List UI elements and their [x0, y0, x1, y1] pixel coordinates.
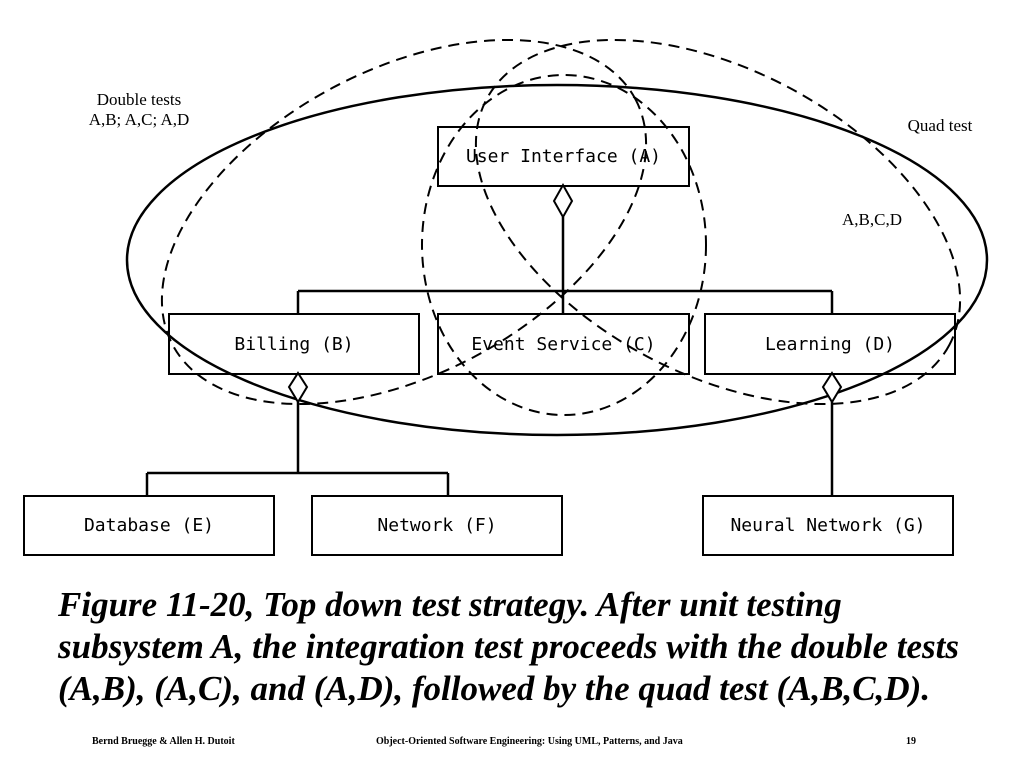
aggregation-diamond-b: [287, 371, 309, 404]
footer-authors: Bernd Bruegge & Allen H. Dutoit: [92, 736, 235, 747]
figure-caption: Figure 11-20, Top down test strategy. Af…: [58, 585, 959, 708]
footer-book-title: Object-Oriented Software Engineering: Us…: [376, 736, 683, 747]
double-tests-list: A,B; A,C; A,D: [88, 110, 190, 129]
quad-test-ellipse: [125, 83, 989, 437]
footer-page-number: 19: [906, 736, 916, 747]
double-test-ellipse-ac: [421, 74, 707, 416]
quad-test-list: A,B,C,D: [842, 210, 902, 229]
subsystem-box-f: Network (F): [311, 495, 563, 556]
subsystem-box-g: Neural Network (G): [702, 495, 954, 556]
double-test-ellipse-ab: [160, 38, 648, 406]
subsystem-box-b: Billing (B): [168, 313, 420, 375]
double-tests-title: Double tests: [96, 90, 182, 109]
subsystem-box-e: Database (E): [23, 495, 275, 556]
aggregation-diamond-d: [821, 371, 843, 404]
quad-test-title: Quad test: [907, 116, 973, 135]
subsystem-box-a: User Interface (A): [437, 126, 690, 187]
double-test-ellipse-ad: [474, 38, 962, 406]
subsystem-box-c: Event Service (C): [437, 313, 690, 375]
aggregation-diamond-a: [552, 182, 574, 220]
subsystem-box-d: Learning (D): [704, 313, 956, 375]
